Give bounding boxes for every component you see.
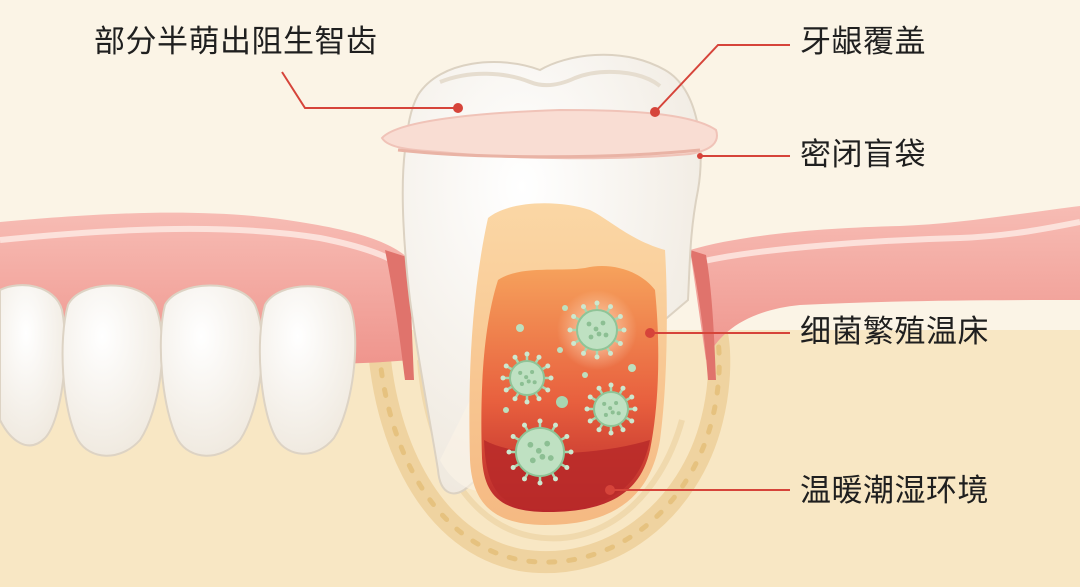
leader-dot-pouch — [697, 153, 703, 159]
spore-dot — [516, 324, 524, 332]
gum-right-edge — [699, 219, 1080, 265]
neighbor-tooth-2 — [61, 284, 164, 457]
label-closed-pouch: 密闭盲袋 — [800, 137, 926, 173]
bacteria-cluster — [500, 300, 638, 486]
spore-dot — [582, 372, 588, 378]
label-bacteria-breeding-ground: 细菌繁殖温床 — [800, 314, 989, 350]
spore-dot — [503, 407, 509, 413]
gum-left-edge — [0, 225, 412, 275]
label-partial-erupted-wisdom-tooth: 部分半萌出阻生智齿 — [94, 24, 378, 60]
spore-dot — [562, 305, 568, 311]
wisdom-tooth-cusp — [439, 69, 662, 88]
bacteria-icon — [567, 300, 627, 360]
label-warm-humid-environment: 温暖潮湿环境 — [800, 473, 989, 509]
bone-socket-dots — [375, 327, 722, 565]
gum-left-dark — [385, 250, 414, 380]
bacteria-icon — [500, 351, 554, 405]
spore-dots — [503, 305, 636, 413]
spore-dot — [628, 364, 636, 372]
gum-right-dark — [690, 250, 716, 380]
leader-line-wisdom — [281, 71, 458, 109]
bacteria-icon — [584, 382, 638, 436]
neighbor-teeth — [0, 284, 357, 457]
leader-lines — [281, 44, 790, 495]
leader-dot-bacteria — [645, 328, 655, 338]
bacteria-icon — [506, 418, 574, 486]
leader-dot-wisdom — [453, 103, 463, 113]
spore-dot — [556, 396, 568, 408]
neighbor-tooth-4 — [258, 285, 357, 455]
neighbor-tooth-1 — [0, 284, 67, 447]
gum-flap-shadow — [397, 148, 701, 159]
gum-right — [690, 206, 1080, 360]
leader-line-gum — [654, 44, 790, 113]
leader-dot-gum — [650, 107, 660, 117]
spore-dot — [557, 347, 563, 353]
leader-dot-env — [605, 485, 615, 495]
label-gum-covering: 牙龈覆盖 — [800, 24, 926, 60]
neighbor-tooth-3 — [159, 284, 264, 457]
